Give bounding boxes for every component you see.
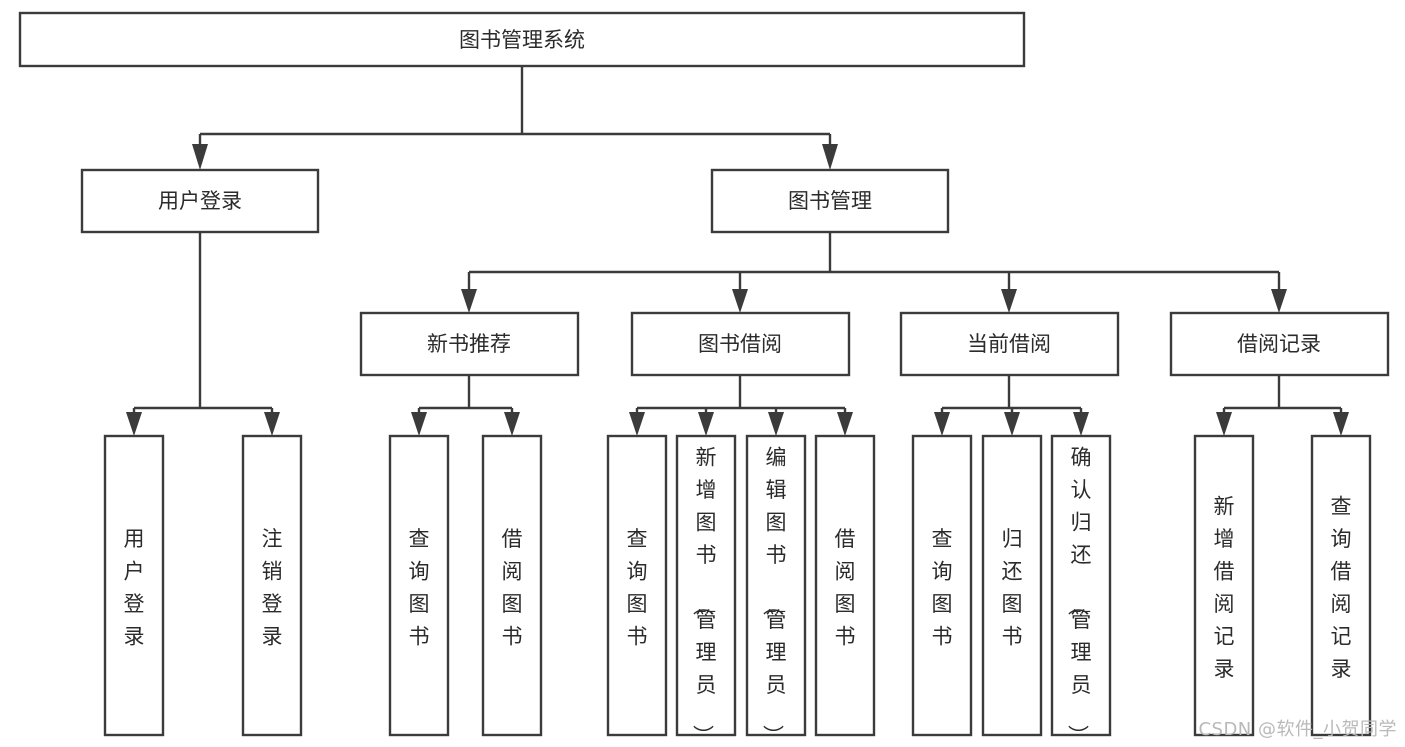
connector-group-new-book-to-leaves [411, 375, 520, 436]
node-leaf-cu-return-book[interactable]: 归还图书 [981, 434, 1043, 737]
arrow-head-leaf-nb-1 [411, 412, 427, 436]
node-leaf-re-query-record-box[interactable] [1310, 434, 1372, 737]
arrow-head-leaf-br-4 [837, 412, 853, 436]
node-leaf-br-add-book-box[interactable] [675, 434, 737, 737]
node-leaf-cu-return-book-label: 归还图书 [1002, 527, 1023, 649]
node-user-login-label: 用户登录 [158, 189, 242, 213]
node-leaf-re-add-record-box[interactable] [1193, 434, 1255, 737]
node-leaf-user-login[interactable]: 用户登录 [103, 434, 165, 737]
node-borrow-record-label: 借阅记录 [1237, 332, 1321, 356]
arrow-head-leaf-re-2 [1333, 412, 1349, 436]
node-current-borrow-label: 当前借阅 [967, 332, 1051, 356]
node-leaf-nb-query-book[interactable]: 查询图书 [388, 434, 450, 737]
node-leaf-nb-borrow-book[interactable]: 借阅图书 [481, 434, 543, 737]
node-leaf-nb-borrow-book-label: 借阅图书 [502, 527, 523, 649]
node-leaf-br-edit-book-box[interactable] [745, 434, 807, 737]
node-leaf-re-query-record[interactable]: 查询借阅记录 [1310, 434, 1372, 737]
arrow-head-record [1271, 289, 1287, 313]
node-leaf-br-edit-book[interactable]: 编辑图书（管理员） [745, 434, 807, 746]
node-user-login-box[interactable] [80, 168, 320, 234]
connector-group-borrow-to-leaves [629, 375, 853, 436]
node-borrow-record-box[interactable] [1169, 311, 1390, 377]
node-new-book-recommend[interactable]: 新书推荐 [359, 311, 580, 377]
node-leaf-br-borrow-book-box[interactable] [814, 434, 876, 737]
node-leaf-user-login-label: 用户登录 [124, 527, 145, 649]
node-current-borrow[interactable]: 当前借阅 [899, 311, 1120, 377]
node-leaf-br-query-book-box[interactable] [606, 434, 668, 737]
arrow-head-leaf-cu-1 [934, 412, 950, 436]
arrow-head-leaf-br-1 [629, 412, 645, 436]
arrow-head-leaf-logout [264, 412, 280, 436]
node-user-login[interactable]: 用户登录 [80, 168, 320, 234]
node-new-book-recommend-box[interactable] [359, 311, 580, 377]
node-leaf-cu-confirm-return-label: 确认归还（管理员） [1066, 446, 1092, 746]
connector-group-user-login-to-leaves [126, 232, 280, 436]
node-leaf-logout[interactable]: 注销登录 [241, 434, 303, 737]
node-leaf-re-add-record-label: 新增借阅记录 [1214, 494, 1235, 681]
arrow-head-leaf-cu-2 [1004, 412, 1020, 436]
node-new-book-recommend-label: 新书推荐 [427, 332, 511, 356]
arrow-head-current [1001, 289, 1017, 313]
arrow-head-borrow [732, 289, 748, 313]
node-root-book-management-system[interactable]: 图书管理系统 [18, 11, 1026, 68]
node-book-borrow-label: 图书借阅 [698, 332, 782, 356]
arrow-head-leaf-re-1 [1216, 412, 1232, 436]
node-leaf-logout-label: 注销登录 [262, 527, 283, 649]
node-book-borrow[interactable]: 图书借阅 [630, 311, 851, 377]
arrow-head-leaf-user-login [126, 412, 142, 436]
node-borrow-record[interactable]: 借阅记录 [1169, 311, 1390, 377]
node-leaf-br-borrow-book-label: 借阅图书 [835, 527, 856, 649]
connector-group-current-to-leaves [934, 375, 1089, 436]
node-leaf-cu-query-book[interactable]: 查询图书 [911, 434, 973, 737]
node-leaf-br-edit-book-label: 编辑图书（管理员） [761, 446, 787, 746]
node-leaf-nb-query-book-box[interactable] [388, 434, 450, 737]
arrow-head-leaf-cu-3 [1073, 412, 1089, 436]
node-book-borrow-box[interactable] [630, 311, 851, 377]
node-leaf-cu-query-book-label: 查询图书 [932, 527, 953, 649]
node-leaf-br-query-book[interactable]: 查询图书 [606, 434, 668, 737]
node-leaf-logout-box[interactable] [241, 434, 303, 737]
node-leaf-cu-confirm-return[interactable]: 确认归还（管理员） [1050, 434, 1112, 746]
node-leaf-nb-query-book-label: 查询图书 [409, 527, 430, 649]
node-book-management[interactable]: 图书管理 [710, 168, 950, 234]
arrow-head-new-book [461, 289, 477, 313]
node-root-label: 图书管理系统 [459, 28, 585, 52]
connector-group-root-to-level2 [192, 66, 838, 170]
node-leaf-br-query-book-label: 查询图书 [627, 527, 648, 649]
node-leaf-cu-return-book-box[interactable] [981, 434, 1043, 737]
arrow-head-user-login [192, 144, 208, 170]
node-leaf-br-add-book-label: 新增图书（管理员） [691, 446, 717, 746]
arrow-head-leaf-nb-2 [504, 412, 520, 436]
node-current-borrow-box[interactable] [899, 311, 1120, 377]
connector-group-record-to-leaves [1216, 375, 1349, 436]
node-leaf-re-add-record[interactable]: 新增借阅记录 [1193, 434, 1255, 737]
node-leaf-nb-borrow-book-box[interactable] [481, 434, 543, 737]
node-leaf-br-add-book[interactable]: 新增图书（管理员） [675, 434, 737, 746]
arrow-head-book-manage [822, 144, 838, 170]
connector-group-book-manage-to-level3 [461, 232, 1287, 313]
node-book-management-box[interactable] [710, 168, 950, 234]
node-book-management-label: 图书管理 [788, 189, 872, 213]
node-leaf-br-borrow-book[interactable]: 借阅图书 [814, 434, 876, 737]
node-root-box[interactable] [18, 11, 1026, 68]
arrow-head-leaf-br-2 [698, 412, 714, 436]
arrow-head-leaf-br-3 [768, 412, 784, 436]
node-leaf-re-query-record-label: 查询借阅记录 [1331, 494, 1352, 681]
node-leaf-cu-confirm-return-box[interactable] [1050, 434, 1112, 737]
node-leaf-user-login-box[interactable] [103, 434, 165, 737]
node-leaf-cu-query-book-box[interactable] [911, 434, 973, 737]
